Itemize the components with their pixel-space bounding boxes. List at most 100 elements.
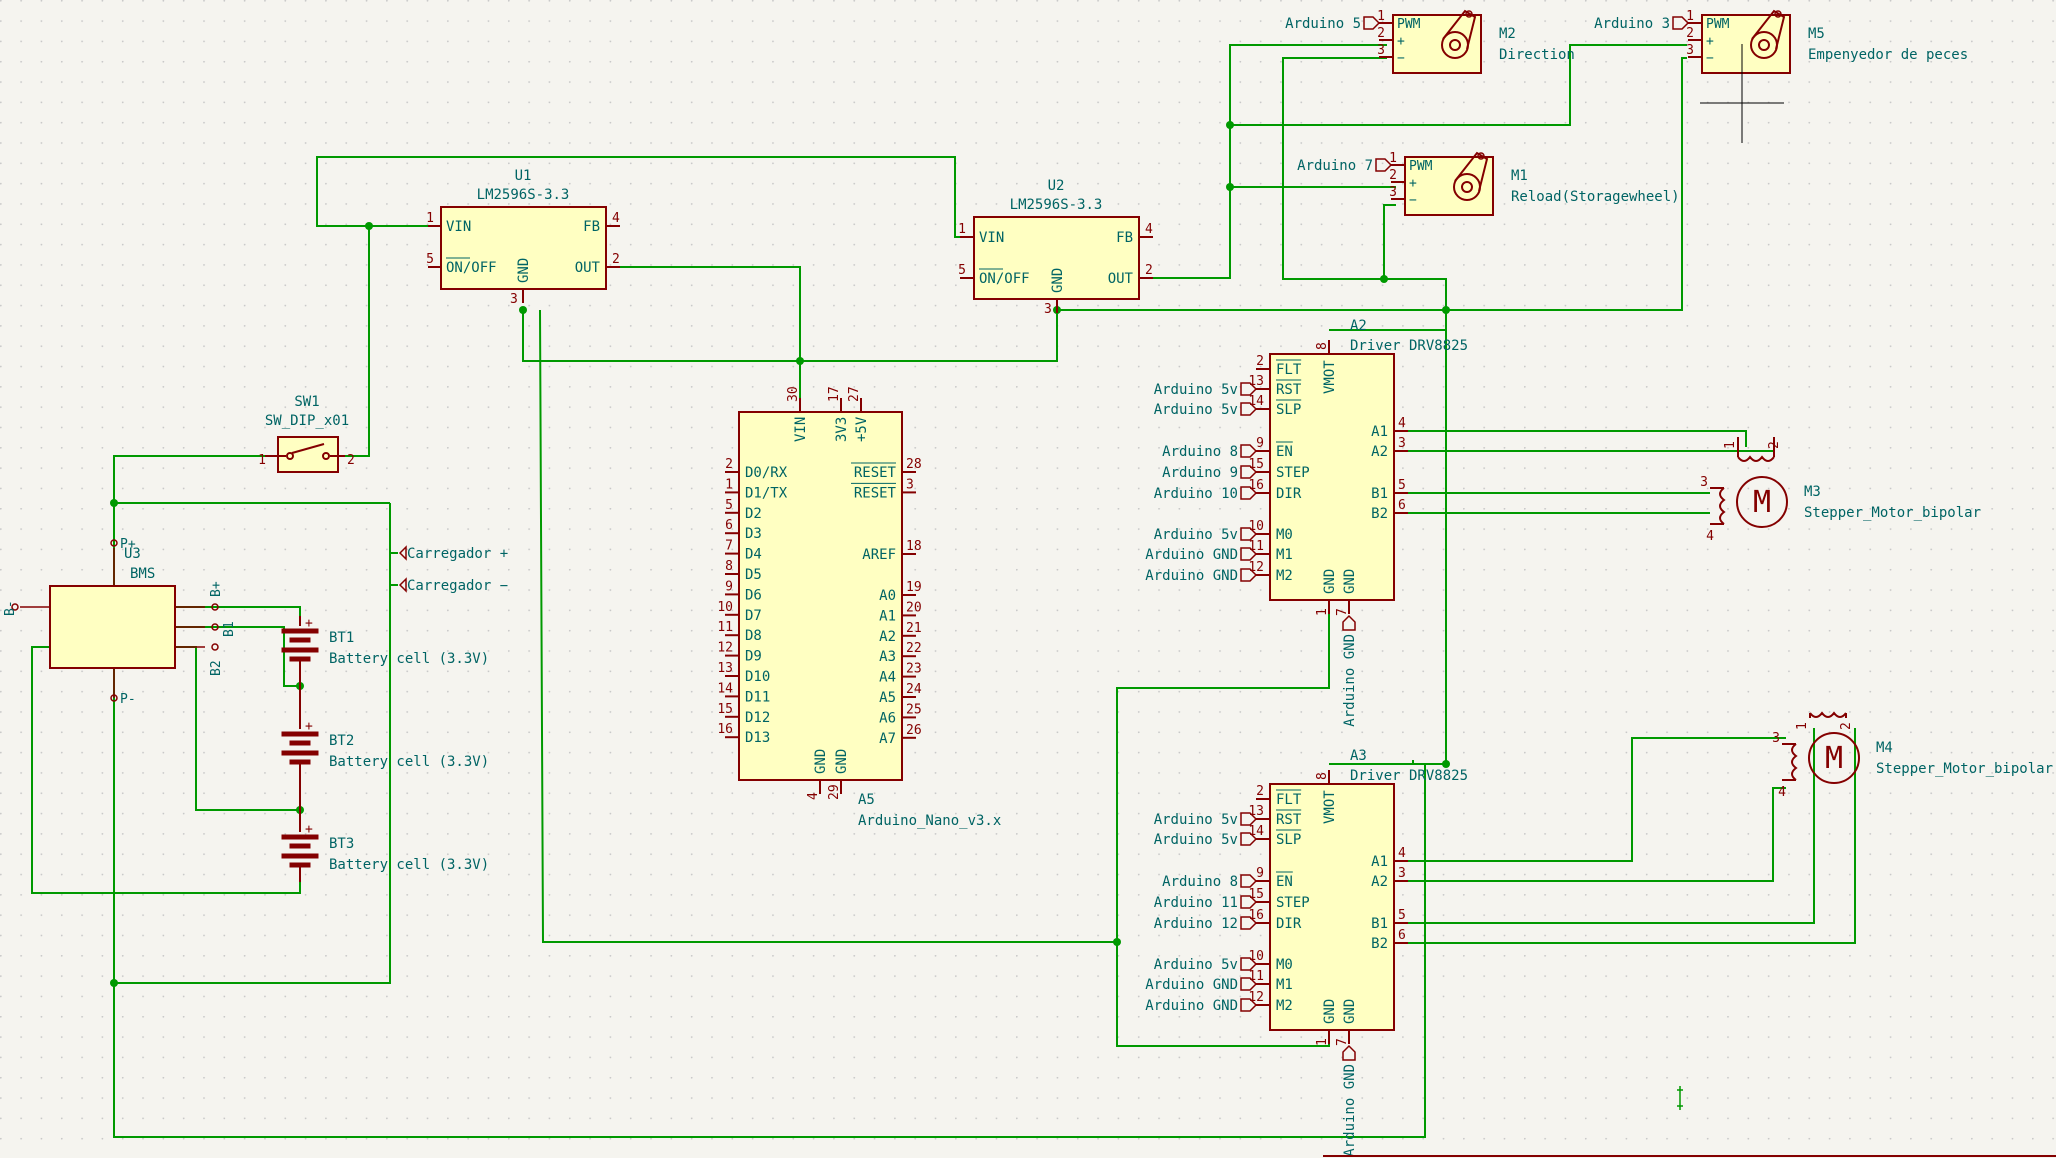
input-port-flag <box>1240 382 1258 396</box>
u2-pin-gnd: GND <box>1050 268 1066 293</box>
stepper-value: Stepper_Motor_bipolar <box>1876 761 2053 777</box>
a5-pin-number: 3 <box>906 477 914 492</box>
driver-pin-number: 5 <box>1398 908 1406 923</box>
driver-pin-flt: FLT <box>1276 792 1302 808</box>
servo-arm-icon <box>1751 9 1786 50</box>
a5-pin-vin: VIN <box>793 417 809 442</box>
a5-pin-number: 21 <box>906 621 922 636</box>
u1-pin1-num: 1 <box>426 211 434 226</box>
servo-pin-number: 3 <box>1686 43 1694 58</box>
driver-pin-number: 8 <box>1315 342 1330 350</box>
driver-pin-vmot: VMOT <box>1322 360 1338 394</box>
a5-pin-d0-rx: D0/RX <box>745 465 788 481</box>
arduino-nano-a5[interactable]: 2D0/RX1D1/TX5D26D37D48D59D610D711D812D91… <box>717 386 1001 829</box>
a5-pin-number: 15 <box>717 702 733 717</box>
a5-pin-gnd: GND <box>813 749 829 774</box>
stepper-ref: M3 <box>1804 484 1821 500</box>
a5-value: Arduino_Nano_v3.x <box>858 813 1001 829</box>
servo-net-label: Arduino 3 <box>1594 16 1670 32</box>
u3-pin-p-minus: P- <box>120 692 136 707</box>
a5-pin-gnd: GND <box>834 749 850 774</box>
u2-pin-out: OUT <box>1108 271 1134 287</box>
driver-pin-b1: B1 <box>1371 916 1388 932</box>
stepper-body <box>1808 732 1860 784</box>
servo-value: Empenyedor de peces <box>1808 47 1968 63</box>
dip-switch-sw1[interactable]: SW1 SW_DIP_x01 1 2 <box>258 394 355 473</box>
battery-bt2[interactable]: + BT2 Battery cell (3.3V) <box>281 686 489 810</box>
stepper-pin-number: 2 <box>1767 441 1782 449</box>
driver-pin-en: EN <box>1276 444 1293 460</box>
regulator-u2[interactable]: U2 LM2596S-3.3 VIN ON/OFF FB OUT GND 1 5… <box>958 178 1153 317</box>
bms-u3[interactable]: U3 BMS P+ P- B- B+ B1 B2 <box>3 537 237 707</box>
servo-pin-number: 2 <box>1686 26 1694 41</box>
servo-body <box>1404 156 1494 216</box>
driver-pin-number: 13 <box>1248 374 1264 389</box>
driver-pin-m1: M1 <box>1276 547 1293 563</box>
servo-pin-plus: + <box>1706 34 1714 49</box>
servo-pin-minus: − <box>1397 51 1405 66</box>
input-port-flag <box>1240 874 1258 888</box>
a5-pin-number: 8 <box>725 559 733 574</box>
stepper-pin-number: 3 <box>1700 475 1708 490</box>
junctions <box>110 121 1450 987</box>
servo-shaft-icon <box>1461 181 1473 193</box>
bt1-value: Battery cell (3.3V) <box>329 651 489 667</box>
driver-net-label: Arduino 5v <box>1154 832 1238 848</box>
servo-net-label: Arduino 7 <box>1297 158 1373 174</box>
driver-pin-rst: RST <box>1276 382 1302 398</box>
driver-pin-number: 7 <box>1335 608 1350 616</box>
a5-pin-a3: A3 <box>879 649 896 665</box>
regulator-u1[interactable]: U1 LM2596S-3.3 VIN ON/OFF FB OUT GND 1 5… <box>426 168 620 307</box>
servo-pin-number: 1 <box>1377 9 1385 24</box>
u3-pin-b-minus: B- <box>3 600 18 616</box>
input-port-flag <box>1240 916 1258 930</box>
servo-arm-hole-icon <box>1465 10 1473 18</box>
input-port-flag <box>1342 1044 1356 1061</box>
driver-pin-number: 16 <box>1248 478 1264 493</box>
bt3-value: Battery cell (3.3V) <box>329 857 489 873</box>
input-port-flag <box>1240 957 1258 971</box>
battery-bt3[interactable]: + BT3 Battery cell (3.3V) <box>281 810 489 882</box>
u3-value: BMS <box>130 566 155 582</box>
u2-pin2-num: 2 <box>1145 263 1153 278</box>
a5-pin-number: 13 <box>717 661 733 676</box>
stepper-pin-number: 4 <box>1778 785 1786 800</box>
driver-pin-m1: M1 <box>1276 977 1293 993</box>
driver-net-label: Arduino 8 <box>1162 444 1238 460</box>
servo-pin-minus: − <box>1409 193 1417 208</box>
a5-pin-number: 7 <box>725 539 733 554</box>
servo-shaft-icon <box>1758 39 1770 51</box>
servo-pin-number: 3 <box>1377 43 1385 58</box>
svg-text:+: + <box>305 822 313 837</box>
u2-pin-fb: FB <box>1116 230 1133 246</box>
servo-pin-minus: − <box>1706 51 1714 66</box>
battery-bt1[interactable]: + BT1 Battery cell (3.3V) <box>281 616 489 686</box>
driver-pin-rst: RST <box>1276 812 1302 828</box>
driver-gnd-label: Arduino GND <box>1342 634 1358 727</box>
servo-pin-number: 1 <box>1686 9 1694 24</box>
a5-pin-number: 6 <box>725 518 733 533</box>
a5-pin-d3: D3 <box>745 526 762 542</box>
coil-a-icon <box>1809 711 1847 718</box>
a5-pin-d10: D10 <box>745 669 770 685</box>
bt2-value: Battery cell (3.3V) <box>329 754 489 770</box>
u1-pin4-num: 4 <box>612 211 620 226</box>
driver-pin-gnd: GND <box>1322 999 1338 1024</box>
a5-pin-number: 22 <box>906 641 922 656</box>
driver-pin-number: 3 <box>1398 436 1406 451</box>
servo-arm-hole-icon <box>1477 152 1485 160</box>
servo-body <box>1392 14 1482 74</box>
sw1-value: SW_DIP_x01 <box>265 413 349 429</box>
driver-pin-number: 4 <box>1398 846 1406 861</box>
driver-net-label: Arduino 5v <box>1154 812 1238 828</box>
input-port-flag <box>1363 16 1381 30</box>
